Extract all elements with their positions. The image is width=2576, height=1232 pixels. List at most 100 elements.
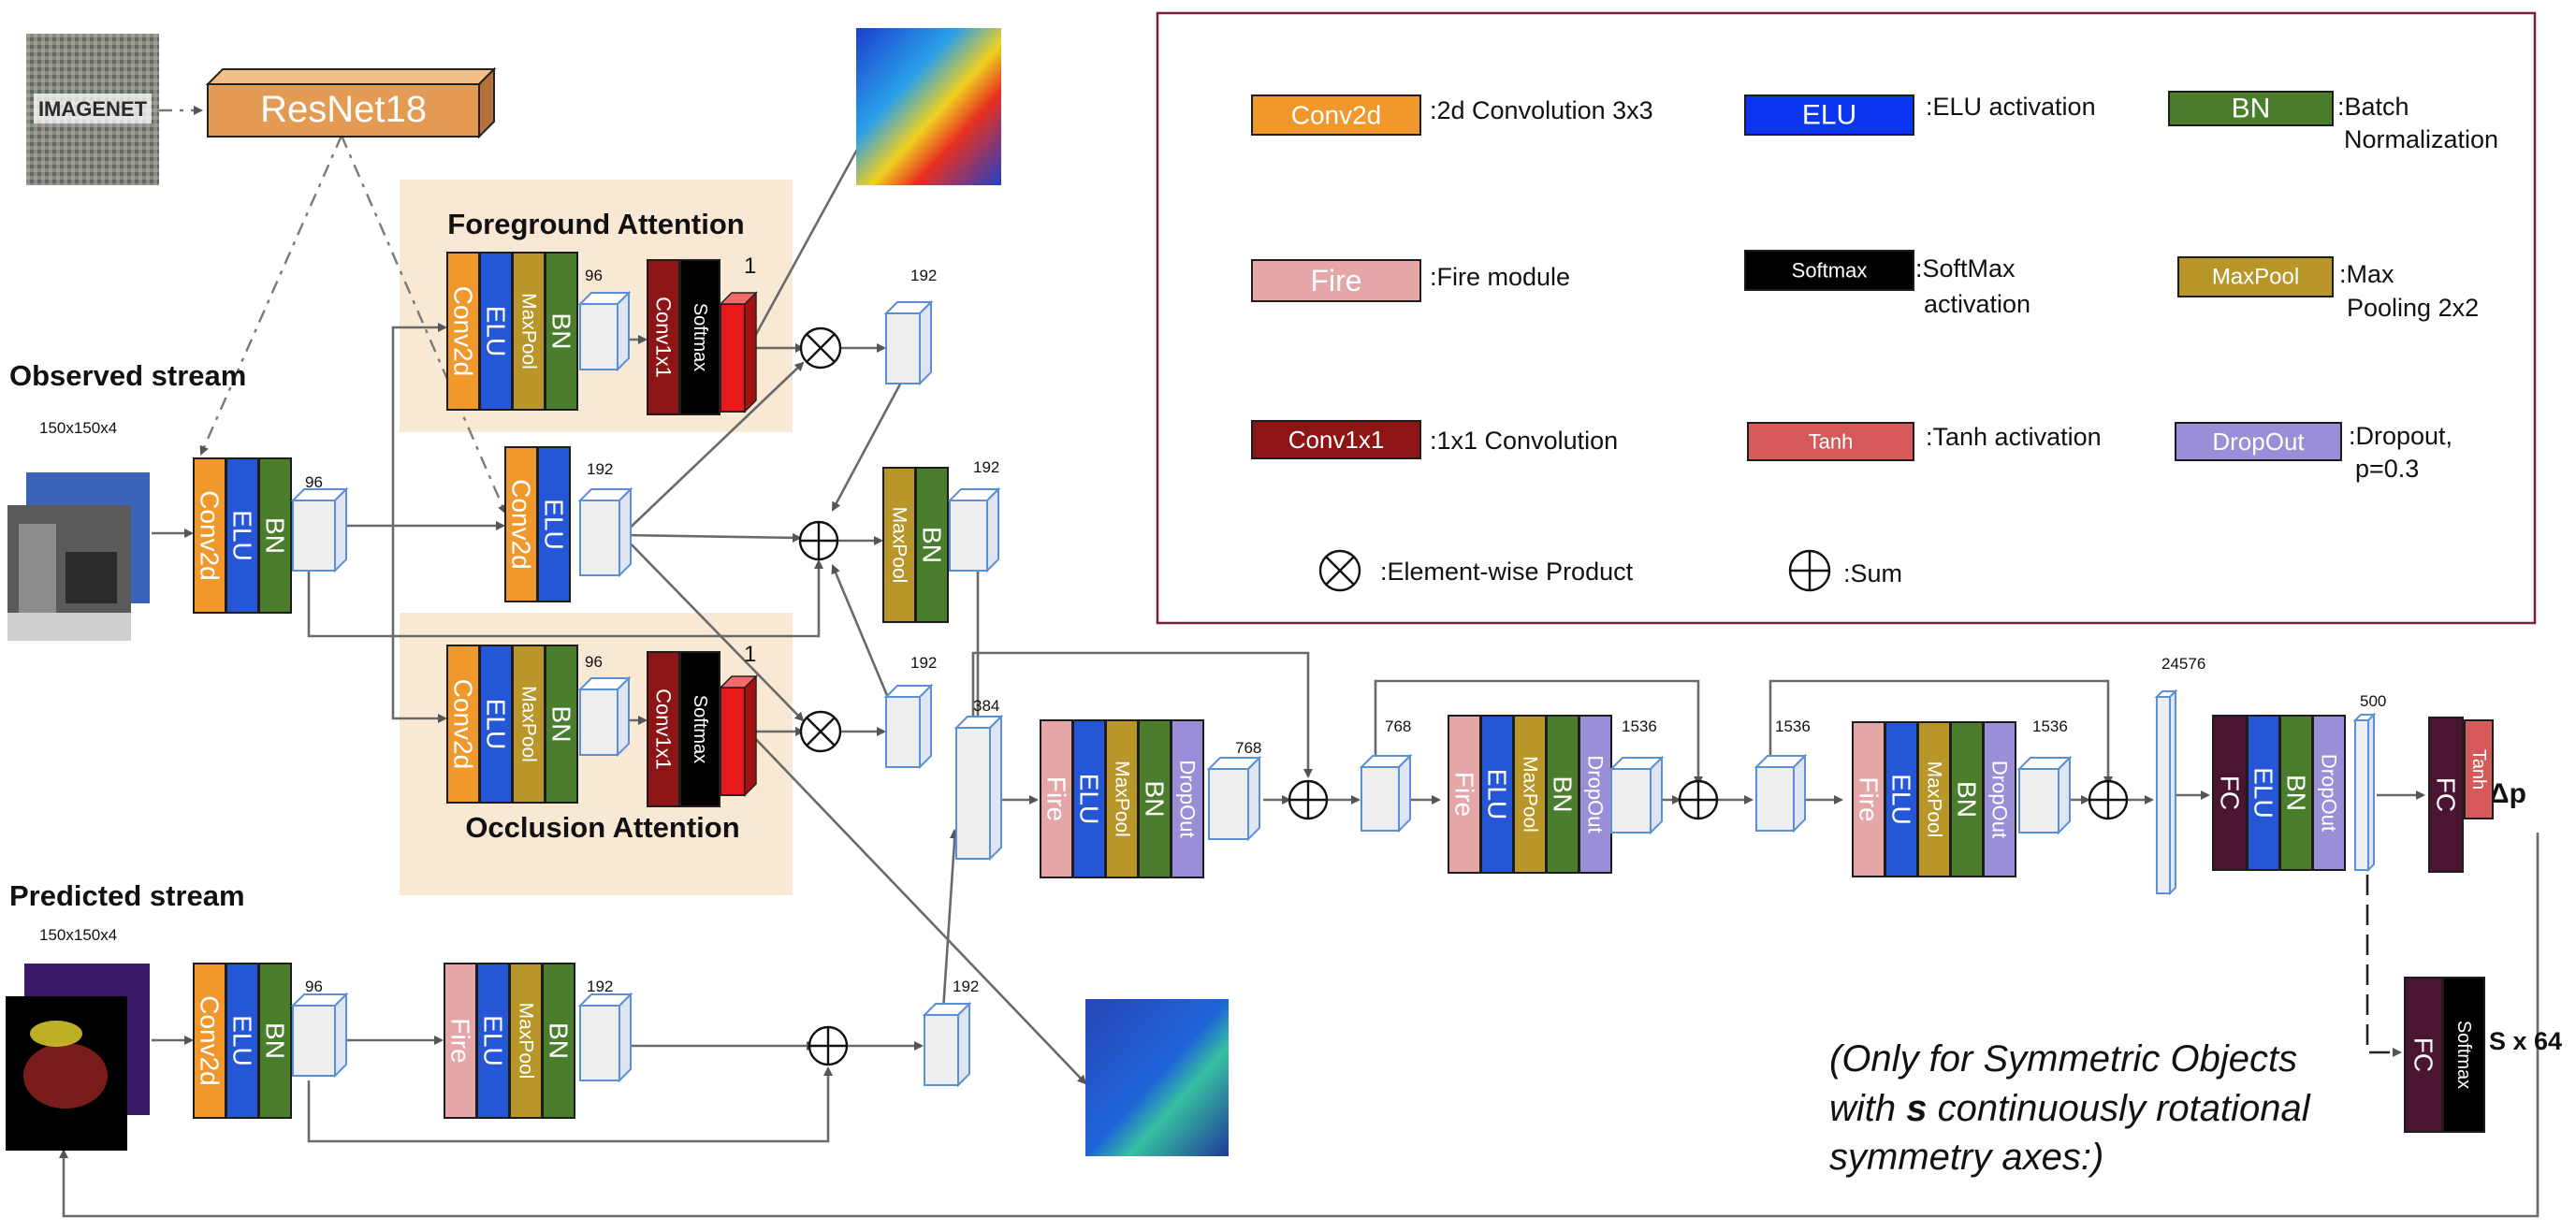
trunk-fire-3-label: Fire <box>1855 776 1884 821</box>
head-feature-500 <box>2352 712 2377 873</box>
occ-elu-label: ELU <box>482 699 511 749</box>
trunk-bn-3-label: BN <box>1953 781 1982 818</box>
trunk-bn-3: BN <box>1950 721 1984 877</box>
trunk-maxpool-2: MaxPool <box>1513 715 1547 874</box>
legend-bn-desc1: :Batch <box>2337 93 2409 121</box>
legend-bn-swatch-label: BN <box>2232 94 2271 124</box>
occlusion-heatmap-image <box>1085 999 1229 1156</box>
pose-fc-label: FC <box>2432 777 2461 812</box>
dim-predicted-fire-192: 192 <box>587 978 613 995</box>
observed-feature-96 <box>290 486 349 573</box>
symmetry-note-line3: symmetry axes:) <box>1829 1137 2103 1178</box>
trunk-feature-1536-c <box>2016 755 2073 835</box>
legend-bn-swatch: BN <box>2168 91 2334 126</box>
dim-foreground-1: 1 <box>744 254 756 279</box>
trunk-fire-2-label: Fire <box>1450 772 1479 817</box>
pred-fire: Fire <box>444 963 477 1119</box>
observed-elu-label: ELU <box>228 510 257 560</box>
merge-feature-192 <box>947 486 1001 573</box>
occ-elu: ELU <box>479 645 513 804</box>
pred-maxpool-label: MaxPool <box>516 1003 537 1080</box>
legend-softmax-desc2: activation <box>1924 290 2030 318</box>
observed-stream-label: Observed stream <box>9 359 246 392</box>
pred-elu-2-label: ELU <box>479 1015 508 1065</box>
legend-conv1x1-desc: :1x1 Convolution <box>1430 427 1618 455</box>
fg-maxpool-label: MaxPool <box>518 293 540 370</box>
legend-softmax-swatch-label: Softmax <box>1792 259 1868 283</box>
trunk-elu-3-label: ELU <box>1887 774 1916 824</box>
trunk-maxpool-1: MaxPool <box>1105 719 1139 878</box>
occ-conv2d: Conv2d <box>446 645 480 804</box>
occlusion-attention-title: Occlusion Attention <box>465 811 739 844</box>
trunk-sum-1 <box>1288 779 1329 820</box>
head-dropout-label: DropOut <box>2318 754 2341 832</box>
middle-feature-192 <box>577 486 633 578</box>
fg-conv1x1-label: Conv1x1 <box>652 297 676 378</box>
predicted-input-image <box>6 964 150 1151</box>
legend-softmax-swatch: Softmax <box>1744 250 1914 291</box>
legend-product-symbol <box>1318 549 1361 592</box>
trunk-dropout-1-label: DropOut <box>1176 760 1200 837</box>
legend-sum-desc: :Sum <box>1843 559 1902 587</box>
merge-bn: BN <box>915 467 949 623</box>
pred-maxpool: MaxPool <box>509 963 543 1119</box>
observed-elu: ELU <box>226 457 259 614</box>
legend-fire-swatch: Fire <box>1251 259 1421 302</box>
legend-conv1x1-swatch-label: Conv1x1 <box>1288 426 1385 454</box>
fg-conv2d-label: Conv2d <box>449 286 478 377</box>
pred-bn-2-label: BN <box>545 1022 574 1059</box>
trunk-dropout-2-label: DropOut <box>1584 755 1608 833</box>
merge-maxpool: MaxPool <box>882 467 916 623</box>
legend-maxpool-swatch-label: MaxPool <box>2212 265 2299 290</box>
legend-conv2d-swatch-label: Conv2d <box>1291 101 1382 130</box>
pred-conv2d-label: Conv2d <box>196 995 225 1086</box>
pred-elu-2: ELU <box>476 963 510 1119</box>
dim-24576: 24576 <box>2161 655 2205 673</box>
occ-conv1x1-label: Conv1x1 <box>652 688 676 770</box>
legend-dropout-swatch-label: DropOut <box>2212 428 2305 456</box>
dim-occlusion-1: 1 <box>744 642 756 667</box>
pred-sum-feature-192 <box>922 1001 972 1088</box>
foreground-attention-title: Foreground Attention <box>447 208 744 240</box>
sym-softmax-label: Softmax <box>2453 1021 2474 1089</box>
symmetry-note-line2: with s continuously rotational <box>1829 1088 2311 1129</box>
legend-elu-swatch-label: ELU <box>1802 100 1856 131</box>
trunk-elu-2: ELU <box>1480 715 1514 874</box>
concat-feature-384 <box>953 714 1004 862</box>
fg-conv2d: Conv2d <box>446 252 480 411</box>
predicted-stream-dims: 150x150x4 <box>39 926 117 944</box>
trunk-bn-2: BN <box>1546 715 1579 874</box>
pred-elu-label: ELU <box>228 1015 257 1065</box>
fg-attention-map <box>720 303 746 413</box>
occ-maxpool-label: MaxPool <box>518 686 540 762</box>
pred-fire-label: Fire <box>446 1018 475 1063</box>
symmetry-output-label: S x 64 <box>2489 1027 2562 1055</box>
dim-product-top-192: 192 <box>910 267 937 284</box>
legend-maxpool-desc1: :Max <box>2339 260 2394 288</box>
legend-tanh-swatch: Tanh <box>1747 422 1914 461</box>
middle-elu: ELU <box>537 446 571 602</box>
trunk-feature-1536-b <box>1754 753 1808 833</box>
head-fc: FC <box>2212 715 2248 871</box>
observed-conv2d-label: Conv2d <box>196 490 225 581</box>
fg-attention-map-side <box>744 291 757 413</box>
symmetry-note-line1: (Only for Symmetric Objects <box>1829 1038 2297 1080</box>
legend-dropout-desc2: p=0.3 <box>2355 455 2419 483</box>
trunk-elu-1-label: ELU <box>1075 774 1104 824</box>
pred-conv2d: Conv2d <box>193 963 226 1119</box>
middle-conv2d: Conv2d <box>504 446 538 602</box>
dim-predicted-sum-192: 192 <box>953 978 979 995</box>
legend-conv2d-desc: :2d Convolution 3x3 <box>1430 96 1653 124</box>
fg-bn-label: BN <box>547 313 576 350</box>
trunk-bn-2-label: BN <box>1549 776 1578 813</box>
dim-foreground-96: 96 <box>585 267 603 284</box>
imagenet-image: IMAGENET <box>26 34 159 185</box>
dim-maxpool-192: 192 <box>973 458 999 476</box>
trunk-bn-1: BN <box>1138 719 1172 878</box>
trunk-elu-3: ELU <box>1885 721 1918 877</box>
occ-product-node <box>799 710 842 753</box>
dim-1536-a: 1536 <box>1622 717 1657 735</box>
dim-384: 384 <box>973 697 999 715</box>
